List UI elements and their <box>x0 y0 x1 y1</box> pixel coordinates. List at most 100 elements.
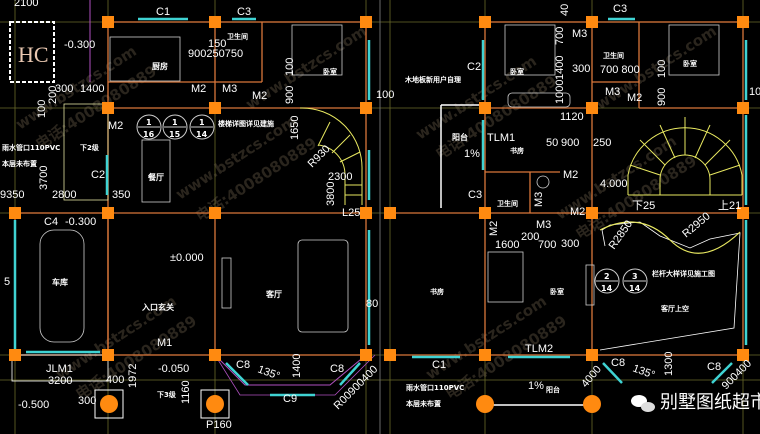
drawing-annotation: 本层未布置 <box>1 159 37 168</box>
room-label-bedroom: 卧室 <box>323 67 337 76</box>
level-label: -0.300 <box>64 39 95 51</box>
drawing-annotation: 2300 <box>328 171 352 183</box>
room-label-void: 客厅上空 <box>660 304 689 313</box>
right-plan-detail-markers: 2 14 3 14 <box>594 268 648 294</box>
drawing-annotation: 150 <box>208 38 226 50</box>
detail-marker-top: 3 <box>632 272 638 281</box>
drawing-annotation: M1 <box>157 337 172 349</box>
drawing-annotation: R2950 <box>680 210 713 240</box>
drawing-annotation: 3700 <box>38 166 50 190</box>
hc-label: HC <box>18 42 49 67</box>
right-plan-columns <box>384 16 749 413</box>
drawing-annotation: C3 <box>468 189 482 201</box>
detail-marker-top: 1 <box>199 118 205 127</box>
detail-marker-bottom: 14 <box>629 284 641 293</box>
left-plan-labels: HC -0.300 C1 C3 厨房 卫生间 卧室 150 900250750 … <box>0 0 394 431</box>
right-plan-furniture <box>487 24 720 306</box>
level-label: -0.500 <box>18 399 49 411</box>
rain-pipe-note: 雨水管口110PVC <box>2 143 60 152</box>
room-label-dining: 餐厅 <box>147 172 164 182</box>
drawing-annotation: 900 <box>284 86 296 104</box>
room-label-bedroom: 卧室 <box>683 59 697 68</box>
level-label: ±0.000 <box>170 252 204 264</box>
drawing-annotation: 下2级 <box>80 143 100 152</box>
brand-logo: 别墅图纸超市 <box>631 392 760 413</box>
drawing-annotation: TLM2 <box>525 343 553 355</box>
drawing-annotation: M2 <box>108 120 123 132</box>
drawing-annotation: 100 <box>749 86 760 98</box>
drawing-annotation: M2 <box>191 83 206 95</box>
drawing-annotation: 1600 <box>495 239 519 251</box>
drawing-annotation: C4 <box>44 216 58 228</box>
drawing-annotation: P160 <box>206 419 232 431</box>
drawing-annotation: 40 <box>559 4 571 16</box>
drawing-annotation: C2 <box>91 169 105 181</box>
right-plan-walls <box>390 21 744 406</box>
room-label-kitchen: 厨房 <box>152 61 168 71</box>
drawing-annotation: 本层未布置 <box>405 399 441 408</box>
drawing-annotation: 1% <box>528 380 544 392</box>
drawing-annotation: 1160 <box>180 380 192 404</box>
logo-text: 别墅图纸超市 <box>660 392 760 413</box>
stair-reference-note: 楼梯详图详见建施 <box>218 119 274 128</box>
room-label-bedroom: 卧室 <box>510 67 524 76</box>
drawing-annotation: 200 <box>47 86 59 104</box>
window-label: C3 <box>237 6 251 18</box>
drawing-annotation: 300 <box>572 63 590 75</box>
drawing-annotation: 1% <box>464 148 480 160</box>
drawing-annotation: M2 <box>627 92 642 104</box>
room-label-toilet: 卫生间 <box>497 199 518 208</box>
drawing-annotation: 2100 <box>14 0 38 9</box>
drawing-annotation: 900400 <box>720 358 754 392</box>
drawing-annotation: M3 <box>222 83 237 95</box>
drawing-annotation: 1120 <box>560 111 584 123</box>
room-label-garage: 车库 <box>52 277 68 287</box>
stair-up-label: 上21 <box>718 199 741 212</box>
drawing-annotation: TLM1 <box>487 132 515 144</box>
drawing-annotation: C3 <box>613 3 627 15</box>
detail-marker-bottom: 16 <box>143 130 155 139</box>
drawing-annotation: L25 <box>342 207 360 219</box>
left-plan-windows <box>13 17 371 397</box>
room-label-study: 书房 <box>430 287 444 296</box>
drawing-annotation: 1400 <box>291 354 303 378</box>
detail-marker-bottom: 15 <box>169 130 181 139</box>
drawing-annotation: 900250750 <box>188 48 243 60</box>
drawing-annotation: 1972 <box>127 364 139 388</box>
room-label-foyer: 入口玄关 <box>141 302 174 312</box>
drawing-annotation: 700 <box>538 239 556 251</box>
drawing-annotation: 1400 <box>554 56 566 80</box>
stair-down-label: 下25 <box>632 200 655 212</box>
drawing-annotation: 5 <box>4 276 10 288</box>
drawing-annotation: 300 <box>55 83 73 95</box>
drawing-annotation: M2 <box>563 169 578 181</box>
room-label-balcony: 阳台 <box>546 385 560 394</box>
drawing-annotation: M2 <box>252 90 267 102</box>
drawing-annotation: 1400 <box>80 83 104 95</box>
drawing-annotation: 2800 <box>52 189 76 201</box>
drawing-annotation: 900 <box>656 88 668 106</box>
drawing-annotation: 300 <box>78 395 96 407</box>
room-label-bedroom: 卧室 <box>550 287 564 296</box>
drawing-annotation: 135° <box>631 363 656 382</box>
drawing-annotation: 100 <box>284 58 296 76</box>
drawing-annotation: 1000 <box>554 80 566 104</box>
drawing-annotation: C8 <box>330 363 344 375</box>
drawing-annotation: M3 <box>605 86 620 98</box>
drawing-annotation: 100 <box>376 89 394 101</box>
drawing-annotation: -0.300 <box>65 216 96 228</box>
drawing-annotation: 3200 <box>48 375 72 387</box>
detail-marker-top: 1 <box>172 118 178 127</box>
drawing-annotation: 700 <box>554 27 566 45</box>
drawing-annotation: 3800 <box>325 182 337 206</box>
drawing-annotation: 50 <box>546 137 558 149</box>
left-plan-furniture <box>39 24 349 343</box>
room-label-study: 书房 <box>510 146 524 155</box>
drawing-annotation: C9 <box>283 393 297 405</box>
drawing-annotation: 900 <box>561 137 579 149</box>
window-label: C1 <box>156 6 170 18</box>
drawing-annotation: C8 <box>236 359 250 371</box>
drawing-annotation: 200 <box>521 231 539 243</box>
drawing-annotation: 4.000 <box>600 178 628 190</box>
